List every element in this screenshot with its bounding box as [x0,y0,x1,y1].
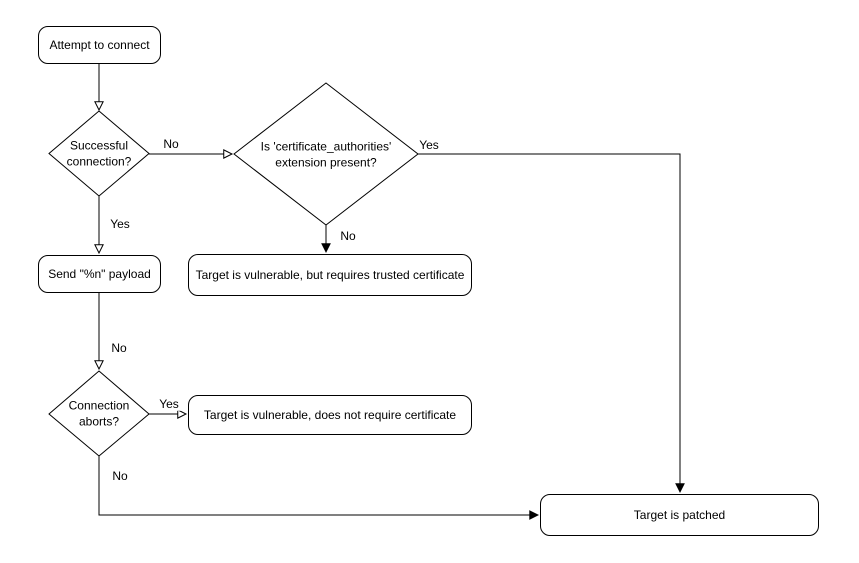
edge-label-aborts-no: No [110,468,130,484]
node-vulnerable-no-cert-label: Target is vulnerable, does not require c… [203,407,457,422]
edge-aborts-no-to-patched [98,456,540,520]
decision-successful-connection-label: Successful connection? [66,138,132,168]
edge-label-cert-no: No [338,228,358,244]
edge-label-aborts-yes: Yes [157,396,181,412]
node-attempt-connect: Attempt to connect [38,26,161,64]
edge-label-payload-no: No [109,340,129,356]
node-send-payload: Send "%n" payload [38,255,161,293]
decision-connection-aborts-shape [48,370,150,457]
node-send-payload-label: Send "%n" payload [48,266,151,281]
node-vulnerable-no-cert: Target is vulnerable, does not require c… [188,395,472,435]
edge-label-cert-yes: Yes [417,137,441,153]
node-vulnerable-trusted-cert-label: Target is vulnerable, but requires trust… [195,267,465,282]
node-target-patched-label: Target is patched [633,507,726,522]
node-target-patched: Target is patched [540,494,819,536]
decision-connection-aborts-label: Connection aborts? [68,398,130,428]
edge-label-successful-yes: Yes [108,216,132,232]
node-vulnerable-trusted-cert: Target is vulnerable, but requires trust… [188,254,472,296]
decision-successful-connection-shape [48,110,150,197]
decision-cert-authorities-label: Is 'certificate_authorities' extension p… [260,139,392,169]
edge-cert-yes-to-patched [418,153,685,494]
node-attempt-connect-label: Attempt to connect [49,37,150,52]
edge-label-successful-no: No [161,136,181,152]
decision-cert-authorities-shape [233,82,419,226]
